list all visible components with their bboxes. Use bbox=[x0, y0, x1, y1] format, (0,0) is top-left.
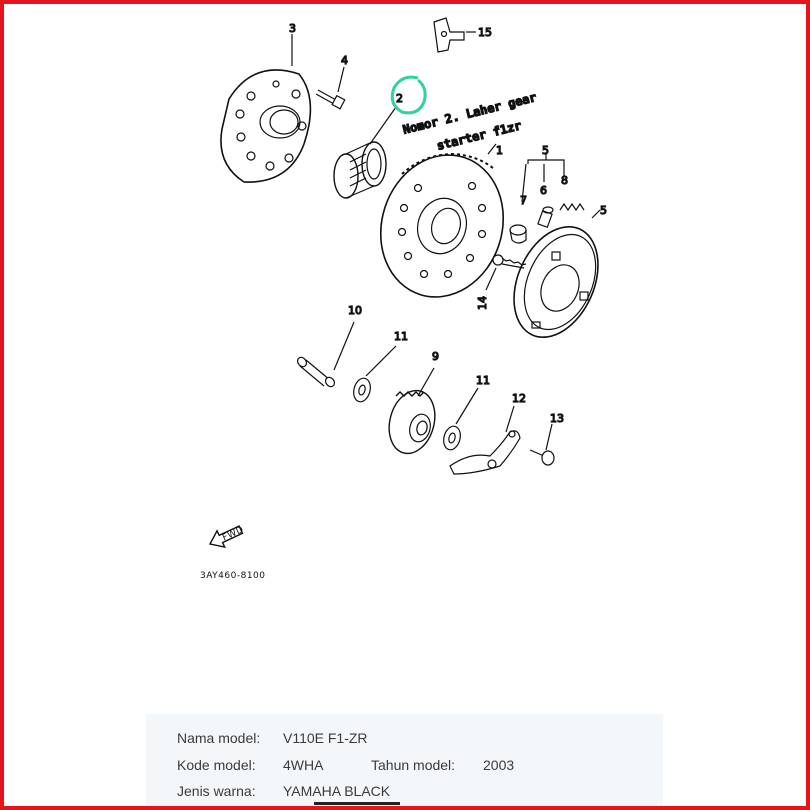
part-7-roller bbox=[509, 224, 527, 244]
part-1-gear bbox=[379, 152, 505, 298]
label-5a: 5 bbox=[542, 144, 549, 157]
part-5-clutch bbox=[513, 226, 599, 338]
code-value: 4WHA bbox=[283, 757, 324, 773]
color-label: Jenis warna: bbox=[177, 783, 256, 799]
fwd-text: FWD bbox=[221, 525, 246, 544]
label-14: 14 bbox=[476, 296, 489, 310]
part-3-plate bbox=[220, 69, 312, 183]
label-13: 13 bbox=[550, 412, 564, 425]
part-12-lever bbox=[449, 430, 521, 475]
color-value: YAMAHA BLACK bbox=[283, 783, 391, 799]
label-8: 8 bbox=[561, 174, 568, 187]
model-info-panel: Nama model: V110E F1-ZR Kode model: 4WHA… bbox=[146, 714, 663, 806]
diagram-code: 3AY460-8100 bbox=[200, 571, 266, 581]
label-15: 15 bbox=[478, 26, 492, 39]
part-13-bolt bbox=[529, 449, 555, 466]
part-4-bolt bbox=[315, 89, 346, 110]
label-9: 9 bbox=[432, 350, 439, 363]
part-10-shaft bbox=[296, 356, 336, 388]
model-label: Nama model: bbox=[177, 730, 261, 746]
year-label: Tahun model: bbox=[371, 757, 456, 773]
year-value: 2003 bbox=[483, 757, 515, 773]
label-11b: 11 bbox=[476, 374, 490, 387]
color-underline bbox=[314, 802, 400, 805]
label-6: 6 bbox=[540, 184, 547, 197]
model-value: V110E F1-ZR bbox=[283, 730, 368, 746]
code-label: Kode model: bbox=[177, 757, 256, 773]
part-15-bracket bbox=[433, 17, 465, 53]
label-10: 10 bbox=[348, 304, 362, 317]
label-12: 12 bbox=[512, 392, 526, 405]
part-11-washer-a bbox=[353, 377, 371, 403]
label-2: 2 bbox=[396, 92, 403, 105]
part-8-spring bbox=[559, 202, 585, 212]
label-4: 4 bbox=[341, 54, 348, 67]
part-9-idle-gear bbox=[388, 389, 436, 455]
part-6-plunger bbox=[537, 206, 554, 229]
parts-diagram: 3 4 15 2 Nomor 2. Laher gea bbox=[200, 17, 608, 581]
label-5b: 5 bbox=[600, 204, 607, 217]
part-11-washer-b bbox=[443, 425, 461, 451]
label-1: 1 bbox=[496, 144, 503, 157]
part-2-bearing bbox=[333, 141, 387, 199]
label-3: 3 bbox=[289, 22, 296, 35]
label-11a: 11 bbox=[394, 330, 408, 343]
label-7: 7 bbox=[520, 194, 527, 207]
highlight-circle bbox=[390, 75, 427, 115]
part-14-bolt bbox=[492, 254, 527, 269]
fwd-arrow-icon: FWD bbox=[208, 525, 246, 549]
